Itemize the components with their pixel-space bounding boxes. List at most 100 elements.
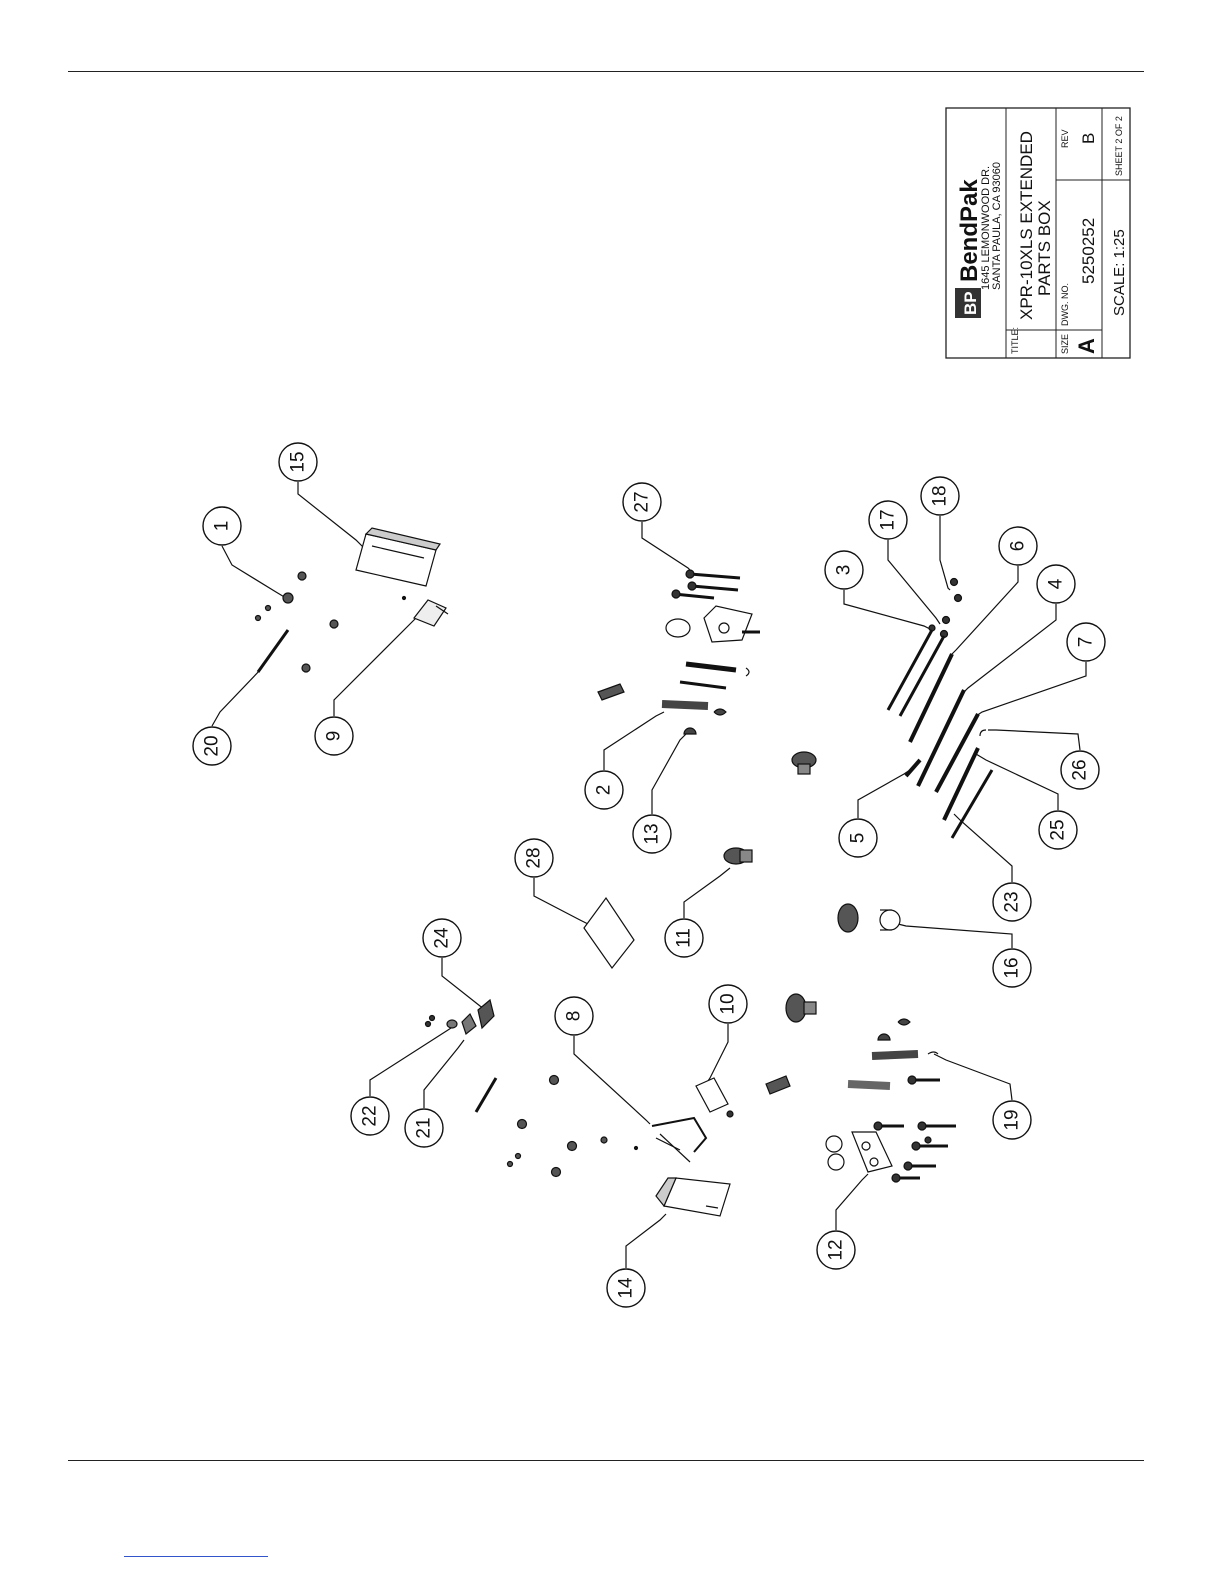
size-value: A: [1074, 338, 1099, 354]
balloon-19: 19: [993, 1101, 1031, 1139]
balloon-2: 2: [585, 771, 623, 809]
balloon-callouts: 1 15 20 9 27 2 13 28 11 18 17 3 6 4 7 26 25 5 23 16 24 22 21 8 1…: [193, 443, 1105, 1307]
part-hook-26: [980, 730, 986, 736]
balloon-label: 3: [834, 565, 855, 576]
balloon-15: 15: [279, 443, 317, 481]
rev-value: B: [1079, 133, 1098, 144]
balloon-label: 9: [324, 731, 345, 742]
balloon-11: 11: [665, 919, 703, 957]
balloon-16: 16: [993, 949, 1031, 987]
part-pins-19: [848, 1019, 940, 1086]
brand-mark: BP: [961, 291, 980, 315]
balloon-label: 13: [642, 823, 663, 844]
balloon-8: 8: [555, 997, 593, 1035]
brand-name: BendPak: [956, 179, 983, 282]
balloon-label: 14: [616, 1277, 637, 1299]
balloon-7: 7: [1067, 623, 1105, 661]
part-pin-2: [598, 684, 708, 706]
title-block: BP BendPak 1645 LEMONWOOD DR. SANTA PAUL…: [946, 108, 1130, 358]
balloon-label: 5: [848, 833, 869, 844]
part-wheel-11: [724, 848, 752, 864]
part-plate-10: [696, 1078, 733, 1117]
balloon-label: 19: [1002, 1109, 1023, 1130]
part-rod-5: [906, 760, 920, 776]
part-bolts-12: [874, 1122, 956, 1182]
dwg-no-value: 5250252: [1079, 218, 1098, 284]
balloon-28: 28: [515, 839, 553, 877]
part-bracket-12: [826, 1132, 892, 1172]
balloon-label: 28: [524, 847, 545, 868]
balloon-22: 22: [351, 1097, 389, 1135]
balloon-label: 21: [414, 1117, 435, 1138]
part-rod-3: [888, 630, 944, 716]
part-rod-20: [258, 630, 288, 672]
part-wheel-lower: [786, 994, 816, 1022]
part-washers-17-18: [929, 579, 962, 638]
balloon-1: 1: [203, 507, 241, 545]
balloon-label: 18: [930, 485, 951, 506]
balloon-5: 5: [839, 819, 877, 857]
part-rod-7: [936, 714, 978, 792]
part-bracket-9: [403, 597, 449, 627]
part-block: [666, 606, 760, 642]
balloon-label: 2: [594, 785, 615, 796]
dwg-no-label: DWG. NO.: [1060, 283, 1070, 326]
part-box-15: [356, 528, 440, 586]
part-nuts-2: [508, 1076, 638, 1177]
balloon-label: 11: [674, 928, 695, 948]
balloon-label: 17: [878, 509, 899, 530]
balloon-label: 26: [1070, 759, 1091, 780]
balloon-label: 1: [212, 521, 233, 532]
balloon-label: 8: [564, 1011, 585, 1022]
balloon-27: 27: [623, 483, 661, 521]
sheet-text: SHEET 2 OF 2: [1114, 116, 1124, 176]
part-clip-13: [684, 709, 726, 734]
balloon-6: 6: [999, 527, 1037, 565]
balloon-4: 4: [1037, 565, 1075, 603]
drawing-title-line-2: PARTS BOX: [1035, 200, 1054, 296]
balloon-label: 10: [718, 993, 739, 1014]
balloon-label: 20: [202, 735, 223, 756]
balloon-label: 4: [1046, 578, 1067, 589]
balloon-26: 26: [1061, 751, 1099, 789]
balloon-25: 25: [1039, 811, 1077, 849]
balloon-3: 3: [825, 551, 863, 589]
part-bracket-8: [652, 1118, 706, 1162]
balloon-label: 7: [1076, 637, 1097, 648]
title-label: TITLE:: [1010, 327, 1020, 354]
balloon-24: 24: [423, 919, 461, 957]
part-rod-25: [944, 748, 978, 820]
part-pins: [680, 664, 749, 688]
part-rod-23: [952, 770, 992, 838]
part-plate-28: [584, 898, 634, 968]
scale-text: SCALE: 1:25: [1111, 229, 1128, 316]
balloon-14: 14: [607, 1269, 645, 1307]
balloon-23: 23: [993, 883, 1031, 921]
part-pad: [766, 1076, 790, 1094]
balloon-label: 22: [360, 1105, 381, 1126]
balloon-label: 23: [1002, 891, 1023, 912]
part-rod-lower: [476, 1078, 496, 1112]
balloon-21: 21: [405, 1109, 443, 1147]
balloon-label: 15: [288, 451, 309, 472]
part-wheel: [792, 752, 816, 774]
part-box-14: [656, 1178, 730, 1216]
rev-label: REV: [1060, 129, 1070, 148]
balloon-18: 18: [921, 477, 959, 515]
part-wheel-16: [838, 904, 900, 932]
balloon-label: 12: [826, 1239, 847, 1260]
address-line-2: SANTA PAULA, CA 93060: [991, 162, 1003, 290]
balloon-10: 10: [709, 985, 747, 1023]
size-label: SIZE: [1060, 334, 1070, 354]
balloon-label: 27: [632, 491, 653, 512]
balloon-12: 12: [817, 1231, 855, 1269]
part-rod-4: [918, 690, 964, 786]
balloon-13: 13: [633, 815, 671, 853]
balloon-label: 16: [1002, 957, 1023, 978]
balloon-label: 6: [1008, 541, 1029, 552]
part-small-24: [426, 1000, 495, 1034]
part-bolts-27: [672, 570, 740, 598]
balloon-label: 24: [432, 927, 453, 949]
balloon-20: 20: [193, 727, 231, 765]
